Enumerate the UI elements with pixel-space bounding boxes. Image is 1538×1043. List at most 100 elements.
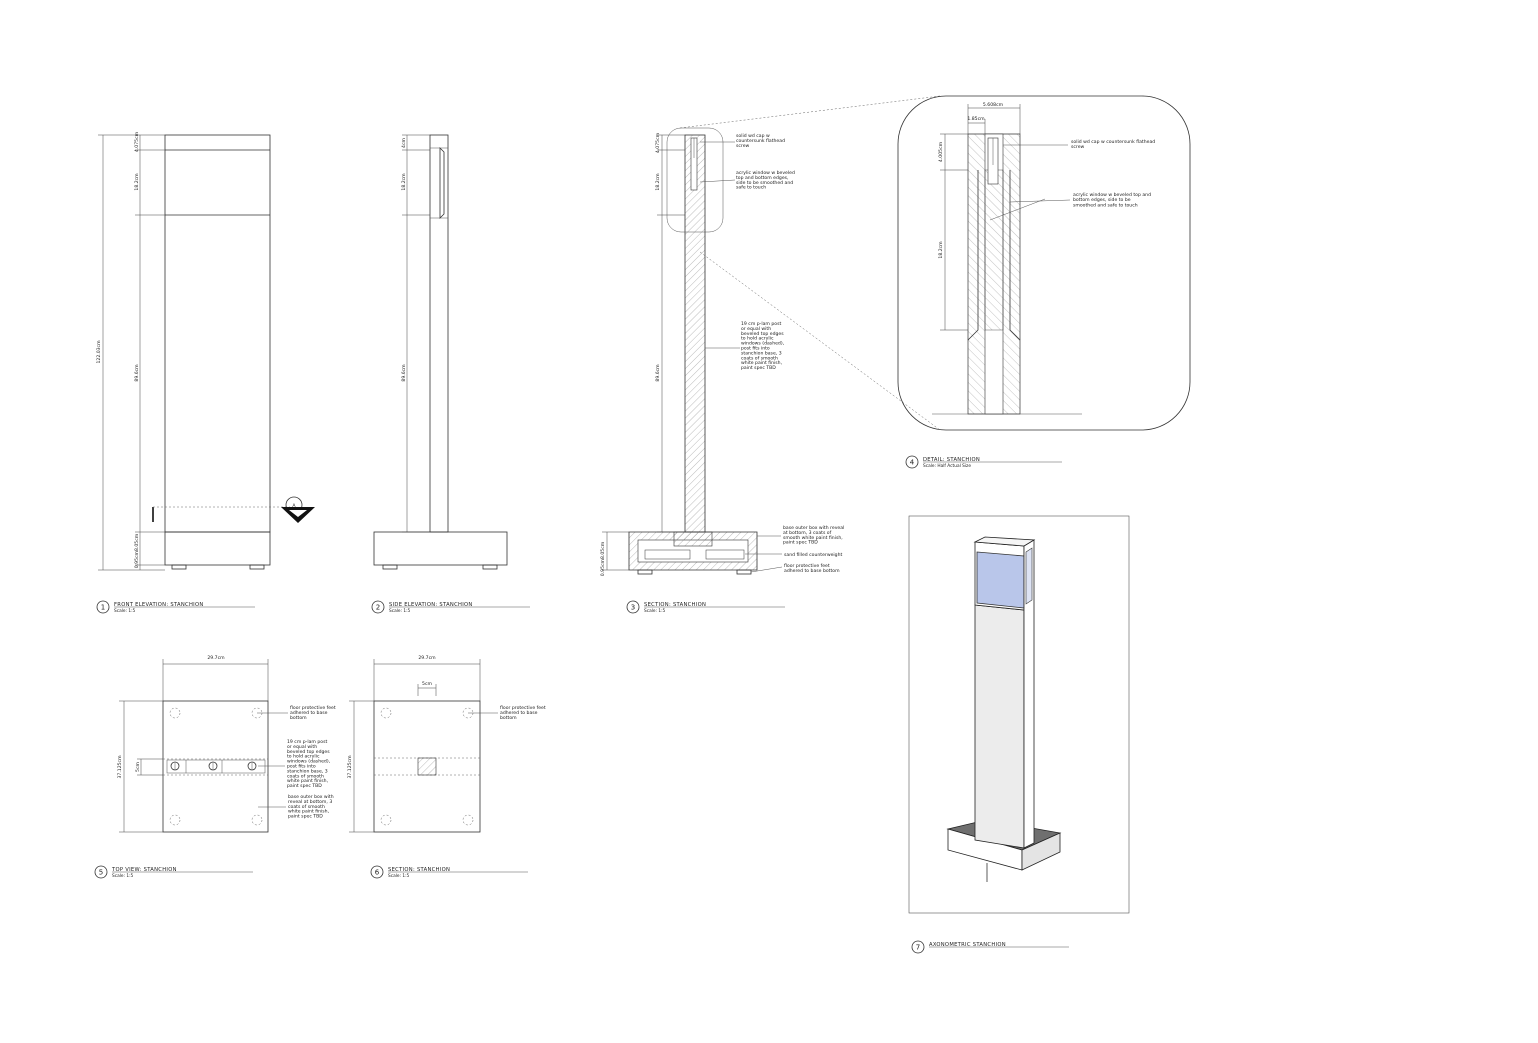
v4-dim-top: 4.005cm — [938, 141, 944, 162]
v5-note-post-line: or equal with — [287, 744, 317, 750]
v3-note-post-line: stanchion base, 3 — [741, 350, 782, 356]
v5-note-feet-line: bottom — [290, 715, 307, 721]
v5-note-post-line: white paint finish, — [287, 778, 329, 784]
v7-title: AXONOMETRIC STANCHION — [929, 942, 1006, 948]
v1-scale: Scale: 1:5 — [114, 608, 136, 614]
v5-note-post-line: coats of smooth — [287, 773, 324, 779]
v3-note-post-line: post fits into — [741, 346, 770, 352]
v6-note-feet-line: bottom — [500, 715, 517, 721]
v2-dim-window: 18.2cm — [401, 173, 407, 191]
v1-dim-window: 18.2cm — [134, 173, 140, 191]
view-6-section-plan: 29.7cm 5cm 37.125cm floor protective fee… — [347, 655, 546, 879]
v5-scale: Scale: 1:5 — [112, 873, 134, 879]
v3-note-base-line: base outer box with reveal — [783, 525, 844, 531]
v3-note-acrylic-line: side to be smoothed and — [736, 180, 793, 186]
v5-note-base-line: reveal at bottom, 3 — [288, 799, 332, 805]
v6-scale: Scale: 1:5 — [388, 873, 410, 879]
v5-note-post-line: paint spec TBD — [287, 783, 322, 789]
v1-title: FRONT ELEVATION: STANCHION — [114, 602, 204, 608]
v3-note-base-line: at bottom, 3 coats of — [783, 530, 832, 536]
v2-title: SIDE ELEVATION: STANCHION — [389, 602, 473, 608]
v3-note-feet-line: adhered to base bottom — [784, 568, 840, 574]
v1-dim-base: 0.95cm8.05cm — [134, 533, 140, 568]
v5-dim-width: 29.7cm — [207, 655, 225, 661]
v3-note-sand: sand filled counterweight — [784, 552, 843, 558]
v5-dim-post: 5cm — [135, 762, 141, 772]
v3-note-base-line: smooth white paint finish, — [783, 535, 843, 541]
v5-note-feet-line: floor protective feet — [290, 705, 336, 711]
view-7-axonometric: 7 AXONOMETRIC STANCHION — [908, 515, 1130, 954]
v4-dim-inner: 1.85cm — [967, 116, 985, 122]
view-1-front-elevation: 4.075cm 18.2cm 89.6cm 0.95cm8.05cm 122.0… — [96, 131, 315, 614]
v4-note-cap-line: solid wd cap w countersunk flathead — [1071, 139, 1155, 145]
v3-note-post-line: paint spec TBD — [741, 365, 776, 371]
v6-title: SECTION: STANCHION — [388, 867, 450, 873]
v6-dim-depth: 37.125cm — [347, 755, 353, 779]
v4-number: 4 — [910, 459, 915, 467]
v5-note-feet-line: adhered to base — [290, 710, 328, 716]
v7-number: 7 — [916, 944, 920, 952]
v3-note-post-line: coats of smooth — [741, 355, 778, 361]
v3-dim-top: 4.075cm — [655, 132, 661, 153]
v4-note-acrylic-line: acrylic window w beveled top and — [1073, 192, 1151, 198]
view-4-detail: 5.608cm 1.85cm 4.005cm 18.2cm solid wd c… — [897, 95, 1191, 469]
v5-note-post-line: windows (dashed), — [287, 759, 331, 765]
v3-note-acrylic-line: acrylic window w beveled — [736, 170, 795, 176]
v3-note-acrylic-line: safe to touch — [736, 185, 766, 191]
view-3-section: 4.075cm 18.2cm 89.6cm 0.95cm8.05cm solid… — [600, 127, 844, 614]
v5-note-base-line: coats of smooth — [288, 804, 325, 810]
v1-dim-total: 122.03cm — [96, 340, 102, 364]
v3-dim-window: 18.2cm — [655, 173, 661, 191]
v3-note-feet-line: floor protective feet — [784, 563, 830, 569]
v6-note-feet-line: adhered to base — [500, 710, 538, 716]
v5-note-base-line: base outer box with — [288, 794, 334, 800]
v3-note-post-line: white paint finish, — [741, 360, 783, 366]
v6-dim-post: 5cm — [422, 681, 432, 687]
v2-number: 2 — [376, 604, 380, 612]
v3-note-post-line: to hold acrylic — [741, 336, 774, 342]
v5-number: 5 — [99, 869, 103, 877]
v5-note-post-line: post fits into — [287, 764, 316, 770]
v3-note-base-line: paint spec TBD — [783, 540, 818, 546]
v3-dim-base: 0.95cm8.05cm — [600, 541, 606, 576]
v2-dim-top: 4cm — [401, 138, 407, 148]
v1-number: 1 — [101, 604, 105, 612]
v3-dim-post: 89.6cm — [655, 364, 661, 382]
v4-note-acrylic-line: bottom edges, side to be — [1073, 197, 1131, 203]
v5-note-post-line: to hold acrylic — [287, 754, 320, 760]
v5-note-base-line: paint spec TBD — [288, 814, 323, 820]
v6-dim-width: 29.7cm — [418, 655, 436, 661]
v4-title: DETAIL: STANCHION — [923, 457, 980, 463]
v4-note-acrylic-line: smoothed and safe to touch — [1073, 202, 1138, 208]
v3-note-acrylic-line: top and bottom edges, — [736, 175, 789, 181]
v6-note-feet-line: floor protective feet — [500, 705, 546, 711]
v2-dim-post: 89.6cm — [401, 364, 407, 382]
v3-note-cap-line: countersunk flathead — [736, 138, 785, 144]
v3-note-post-line: 19 cm p-lam post — [741, 321, 781, 327]
v3-note-post-line: windows (dashed), — [741, 341, 785, 347]
v3-note-post-line: beveled top edges — [741, 331, 784, 337]
v1-section-marker: A — [292, 503, 296, 509]
view-5-top-view: 29.7cm 37.125cm 5cm floor protective fee… — [94, 655, 336, 879]
v3-scale: Scale: 1:5 — [644, 608, 666, 614]
v4-dim-window: 18.2cm — [938, 241, 944, 259]
v3-note-sand-line: sand filled counterweight — [784, 552, 843, 558]
v3-note-cap-line: screw — [736, 143, 750, 149]
v4-dim-width: 5.608cm — [983, 102, 1004, 108]
v3-note-post-line: or equal with — [741, 326, 771, 332]
v4-scale: Scale: Half Actual Size — [923, 463, 971, 469]
v6-number: 6 — [375, 869, 380, 877]
v1-dim-top: 4.075cm — [134, 131, 140, 152]
